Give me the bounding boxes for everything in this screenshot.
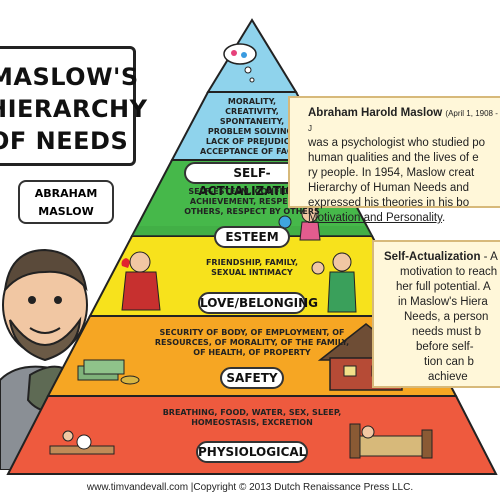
self-line: motivation to reach	[400, 266, 498, 278]
self-line: needs must b	[412, 326, 482, 338]
tier-self-actualization-label: SELF-ACTUALIZATION	[184, 162, 320, 198]
tier-esteem-label: ESTEEM	[214, 226, 290, 248]
self-line: her full potential. A	[396, 281, 491, 293]
tier-safety-items: SECURITY OF BODY, OF EMPLOYMENT, OF RESO…	[154, 328, 350, 357]
footer-copyright: www.timvandevall.com |Copyright © 2013 D…	[86, 482, 414, 493]
title-line-2: HIERARCHY	[0, 95, 148, 123]
bio-dates: (April 1, 1908 - J	[308, 109, 498, 133]
esteem-children-icon	[278, 205, 321, 241]
title-line-3: OF NEEDS	[0, 127, 129, 155]
tier-safety-label: SAFETY	[220, 367, 284, 389]
bio-line: Hierarchy of Human Needs and	[308, 182, 470, 194]
self-line: tion can b	[424, 356, 474, 368]
name-line-1: ABRAHAM	[34, 187, 98, 200]
tier-physiological-label: PHYSIOLOGICAL	[196, 441, 308, 463]
name-bubble: ABRAHAM MASLOW	[18, 180, 114, 224]
tier-self-actualization-items: MORALITY, CREATIVITY, SPONTANEITY, PROBL…	[200, 97, 304, 156]
bed-icon	[349, 423, 433, 459]
bio-line: was a psychologist who studied po	[308, 137, 486, 149]
meal-table-icon	[49, 430, 115, 455]
bio-line: expressed his theories in his bo	[308, 197, 470, 209]
love-family-icon	[121, 251, 357, 313]
bio-line: ry people. In 1954, Maslow creat	[308, 167, 475, 179]
name-line-2: MASLOW	[38, 205, 94, 218]
tier-esteem-items: SELF-ESTEEM, CONFIDENCE, ACHIEVEMENT, RE…	[184, 187, 320, 216]
self-actualization-box: Self-Actualization - A motivation to rea…	[372, 240, 500, 388]
bio-line: human qualities and the lives of e	[308, 152, 479, 164]
self-line: in Maslow's Hiera	[398, 296, 488, 308]
title-box: MASLOW'S HIERARCHY OF NEEDS	[0, 46, 148, 166]
bio-name: Abraham Harold Maslow	[308, 107, 443, 119]
tier-physiological-items: BREATHING, FOOD, WATER, SEX, SLEEP, HOME…	[162, 408, 342, 427]
self-line: achieve	[428, 371, 468, 383]
biography-box: Abraham Harold Maslow (April 1, 1908 - J…	[288, 96, 500, 224]
self-line: Needs, a person	[404, 311, 489, 323]
tier-love-items: FRIENDSHIP, FAMILY, SEXUAL INTIMACY	[205, 258, 299, 277]
thought-bubble-icon	[223, 43, 257, 83]
self-heading: Self-Actualization	[384, 251, 481, 263]
tier-love-label: LOVE/BELONGING	[198, 292, 318, 314]
self-line: before self-	[416, 341, 474, 353]
money-stack-icon	[77, 359, 140, 385]
bio-book: Motivation and Personality	[308, 212, 443, 224]
title-line-1: MASLOW'S	[0, 63, 139, 91]
